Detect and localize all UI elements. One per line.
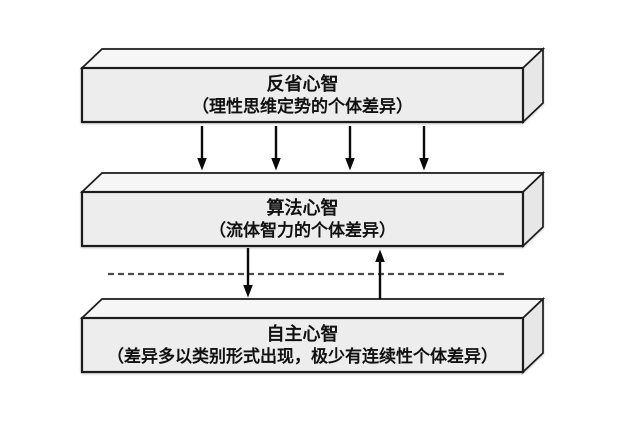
box-top-face	[79, 172, 546, 193]
box-3d-algorithmic	[79, 171, 546, 248]
down-arrow-icon	[419, 126, 429, 171]
box-3d-autonomous	[79, 297, 546, 374]
down-arrow-icon	[243, 248, 253, 298]
down-arrow-icon	[197, 126, 207, 171]
arrow-algorithmic-to-autonomous	[243, 248, 253, 298]
arrow-autonomous-to-algorithmic	[375, 249, 385, 299]
arrows-reflective-to-algorithmic	[197, 126, 429, 171]
box-front-face	[80, 66, 525, 124]
box-top-face	[79, 48, 546, 69]
down-arrow-icon	[345, 126, 355, 171]
up-arrow-icon	[375, 249, 385, 299]
box-front-face	[80, 316, 525, 374]
box-top-face	[79, 298, 546, 319]
box-front-face	[80, 190, 525, 248]
down-arrow-icon	[271, 126, 281, 171]
box-3d-reflective	[79, 47, 546, 124]
